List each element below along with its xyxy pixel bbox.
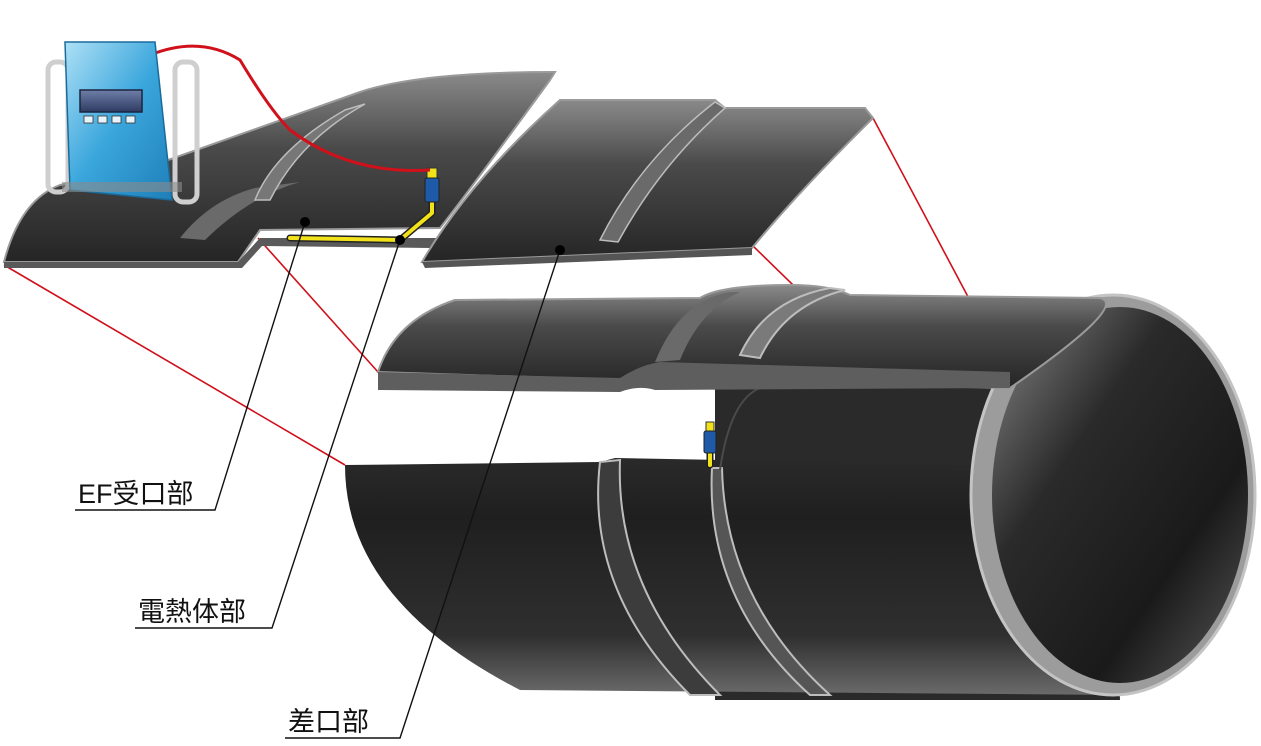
terminal-connector-icon: [424, 167, 440, 203]
leader-heating-element: [135, 239, 401, 629]
label-spigot: 差口部: [288, 707, 369, 737]
power-cable: [149, 44, 431, 172]
label-ef-receptacle: EF受口部: [78, 479, 194, 509]
dot-heating-element: [395, 235, 405, 245]
leader-spigot: [285, 249, 561, 739]
terminal-connector-icon: [703, 421, 717, 454]
label-heating-element: 電熱体部: [138, 597, 246, 627]
ef-controller-icon: [45, 41, 200, 205]
leader-ef-receptacle: [75, 221, 306, 511]
dot-ef-receptacle: [300, 217, 310, 227]
callout-leaders: [75, 221, 561, 739]
fitting-lower-shell: [376, 283, 1107, 392]
fitting-upper-right: [420, 99, 875, 268]
main-pipe: [345, 293, 1257, 700]
guide-line-left-inner: [257, 237, 379, 373]
dot-spigot: [555, 245, 565, 255]
fitting-upper-left: [2, 70, 557, 268]
callout-dots: [300, 217, 565, 255]
guide-line-left-outer: [3, 264, 346, 466]
